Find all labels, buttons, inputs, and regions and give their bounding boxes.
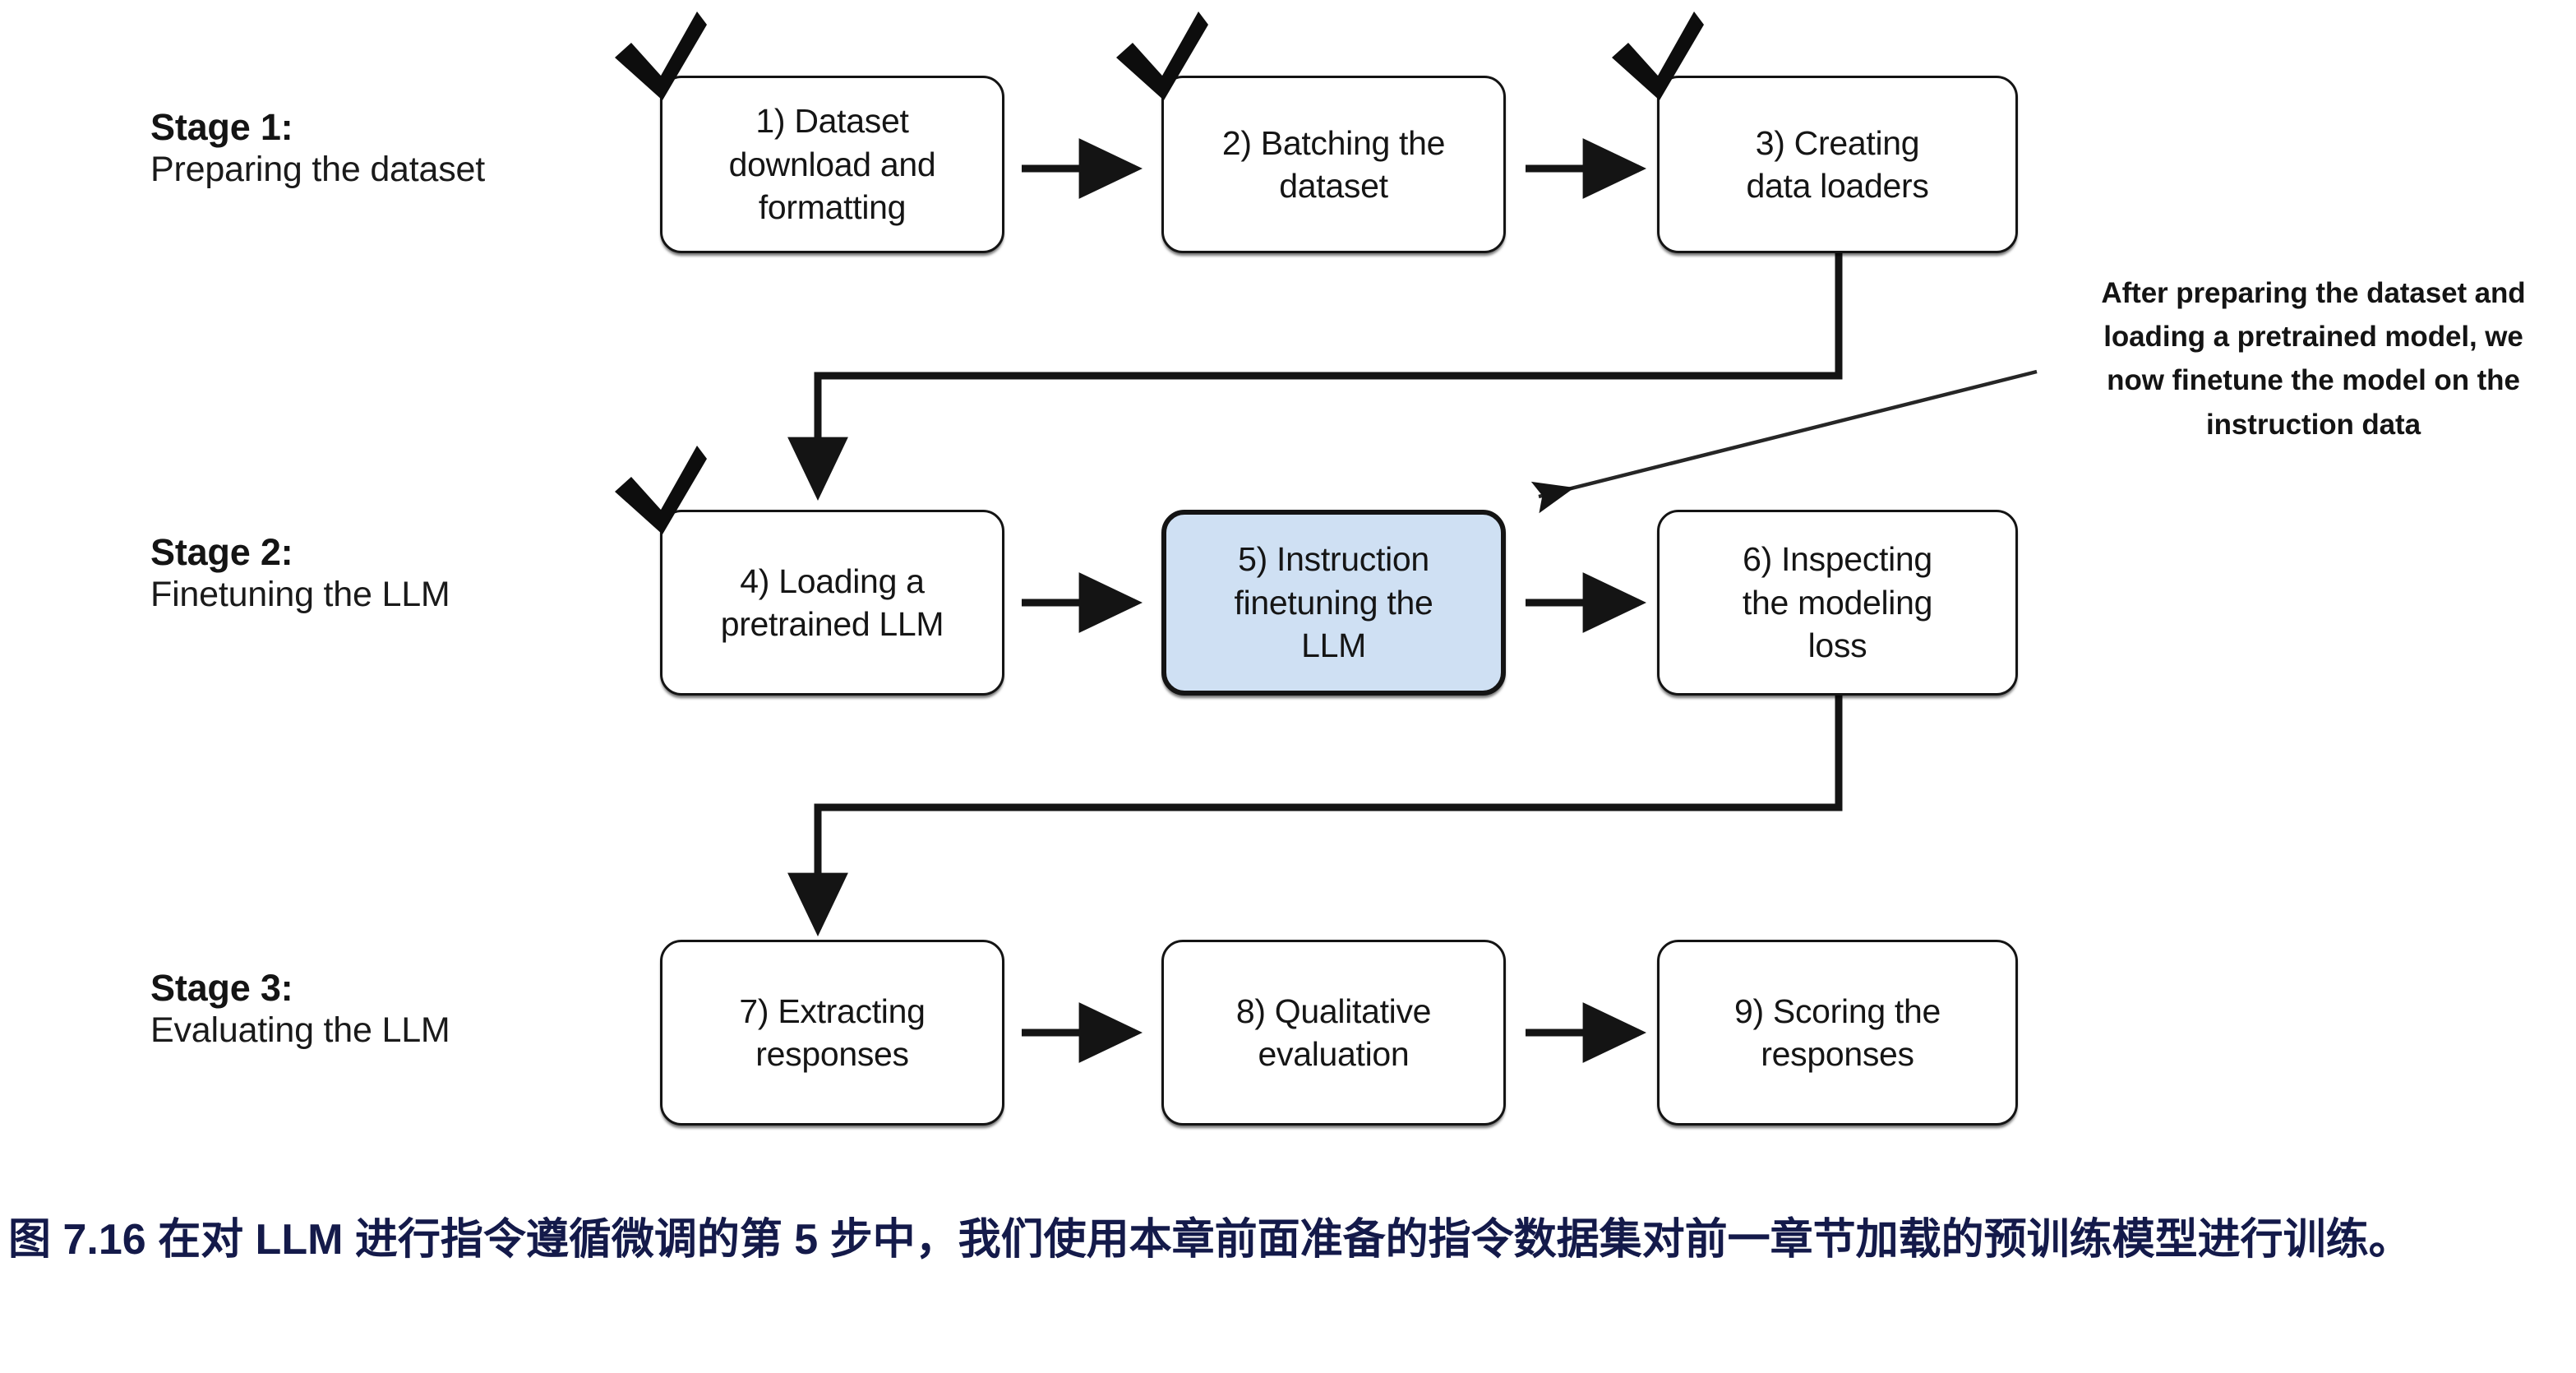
stage-1-subtitle: Preparing the dataset <box>150 150 485 190</box>
stage-2-title: Stage 2: <box>150 531 293 573</box>
annotation-line-2: loading a pretrained model, we <box>2103 321 2523 354</box>
connector-6-to-7 <box>787 695 1843 937</box>
flow-box-step-8-label: 8) Qualitative evaluation <box>1235 992 1432 1073</box>
flow-box-step-7-label: 7) Extracting responses <box>739 992 926 1073</box>
flow-connectors <box>787 138 2038 1063</box>
figure-caption: 图 7.16 在对 LLM 进行指令遵循微调的第 5 步中，我们使用本章前面准备… <box>8 1216 2412 1264</box>
stage-label-3: Stage 3: Evaluating the LLM <box>150 966 726 1052</box>
stage-3-subtitle: Evaluating the LLM <box>150 1010 450 1051</box>
flow-box-step-6[interactable]: 6) Inspecting the modeling loss <box>1657 510 2018 696</box>
flow-box-step-2[interactable]: 2) Batching the dataset <box>1161 76 1506 253</box>
flow-box-step-5[interactable]: 5) Instruction finetuning the LLM <box>1161 510 1506 696</box>
stage-3-title: Stage 3: <box>150 967 293 1009</box>
flow-box-step-1-label: 1) Dataset download and formatting <box>728 102 936 227</box>
flow-box-step-1[interactable]: 1) Dataset download and formatting <box>660 76 1004 253</box>
flow-box-step-8[interactable]: 8) Qualitative evaluation <box>1161 940 1506 1126</box>
stage-1-title: Stage 1: <box>150 106 293 148</box>
annotation-leader-line <box>1530 369 2038 514</box>
annotation-line-1: After preparing the dataset and <box>2101 277 2526 309</box>
flow-box-step-7[interactable]: 7) Extracting responses <box>660 940 1004 1126</box>
flow-box-step-2-label: 2) Batching the dataset <box>1221 123 1446 205</box>
stage-label-2: Stage 2: Finetuning the LLM <box>150 530 726 616</box>
flow-box-step-9[interactable]: 9) Scoring the responses <box>1657 940 2018 1126</box>
flow-box-step-6-label: 6) Inspecting the modeling loss <box>1742 540 1933 665</box>
flow-box-step-4-label: 4) Loading a pretrained LLM <box>720 562 944 643</box>
flow-box-step-3[interactable]: 3) Creating data loaders <box>1657 76 2018 253</box>
stage-2-subtitle: Finetuning the LLM <box>150 575 450 615</box>
connector-3-to-4 <box>787 253 1843 502</box>
flow-box-step-9-label: 9) Scoring the responses <box>1733 992 1941 1073</box>
flow-box-step-3-label: 3) Creating data loaders <box>1746 123 1929 205</box>
annotation-line-4: instruction data <box>2206 408 2421 441</box>
flow-box-step-4[interactable]: 4) Loading a pretrained LLM <box>660 510 1004 696</box>
flow-box-step-5-label: 5) Instruction finetuning the LLM <box>1234 540 1433 665</box>
stage-label-1: Stage 1: Preparing the dataset <box>150 105 726 191</box>
annotation-note: After preparing the dataset and loading … <box>2057 271 2570 446</box>
annotation-line-3: now finetune the model on the <box>2107 364 2520 397</box>
